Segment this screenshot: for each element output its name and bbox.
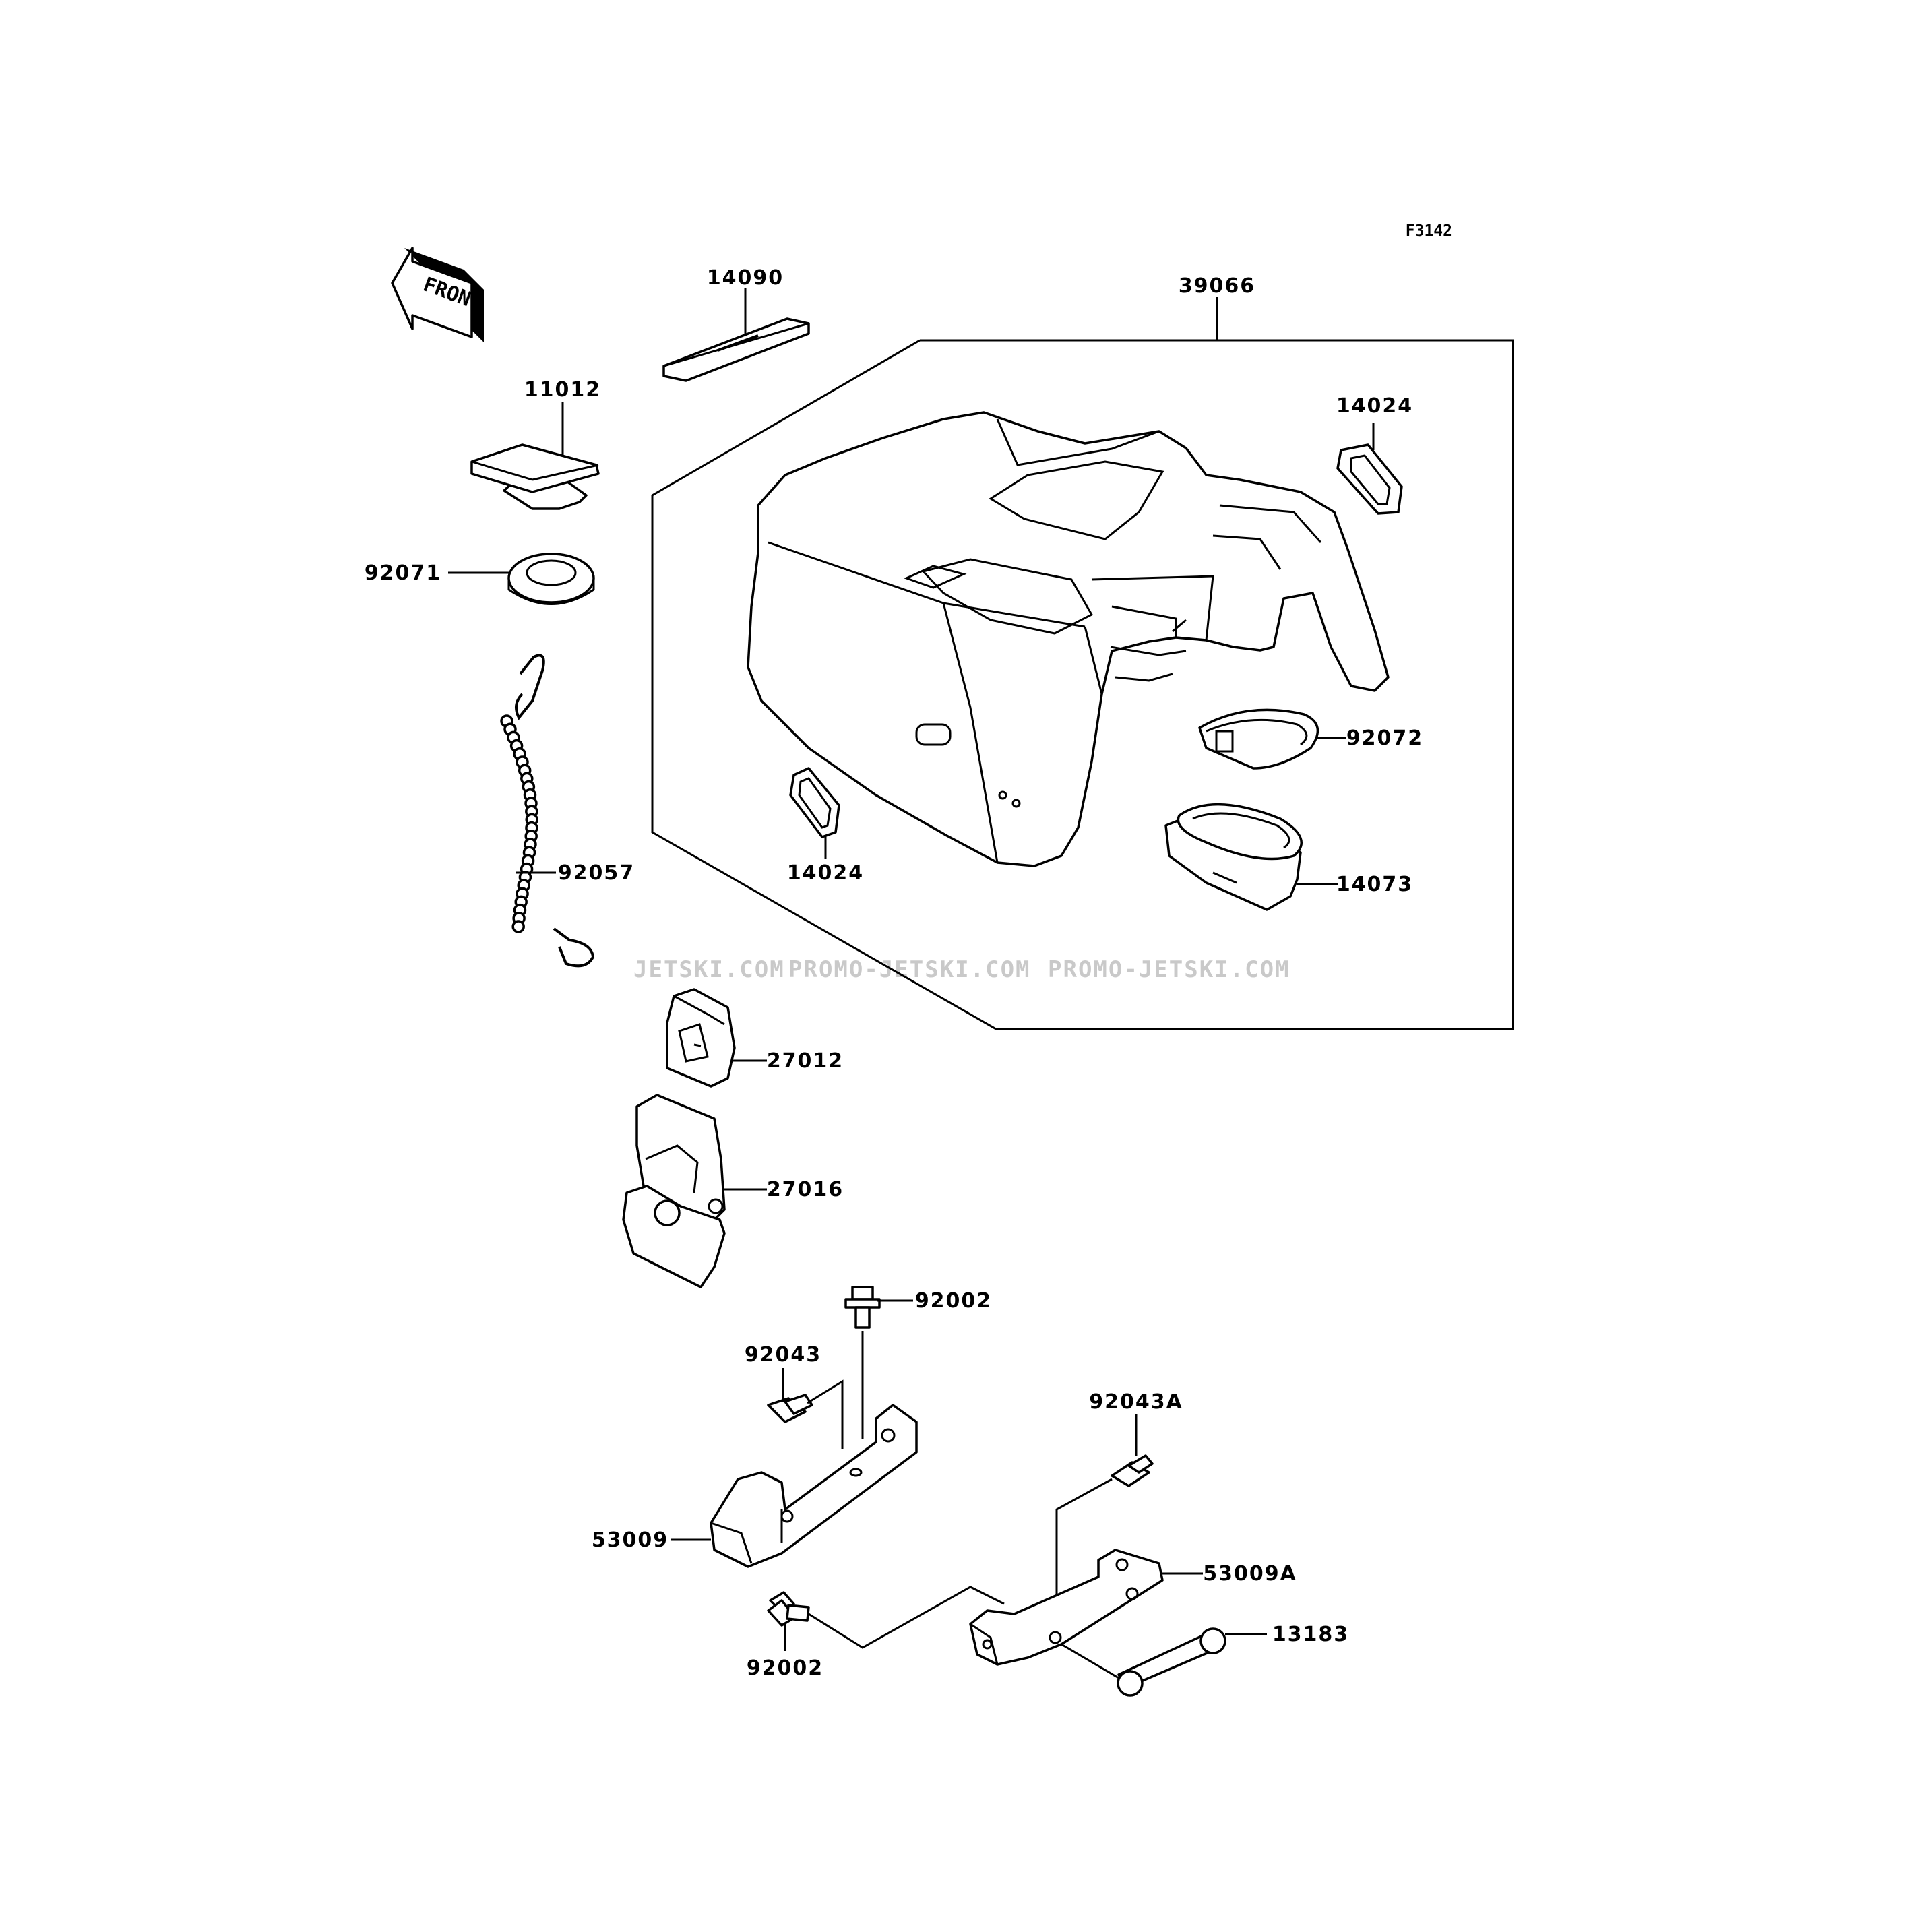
grommet-14024-top-shape bbox=[1336, 443, 1403, 515]
bolt-92002-top-shape bbox=[844, 1286, 881, 1329]
label-14090: 14090 bbox=[707, 266, 784, 290]
watermark-promo-jetski-2: PROMO-JETSKI.COM bbox=[1048, 956, 1290, 983]
leader-92043A-axis bbox=[1055, 1478, 1113, 1611]
label-92002-bottom: 92002 bbox=[747, 1656, 823, 1680]
label-53009A: 53009A bbox=[1203, 1562, 1297, 1586]
switch-27016-shape bbox=[622, 1094, 726, 1288]
pin-92043A-shape bbox=[1111, 1454, 1154, 1487]
bracket-53009-shape bbox=[710, 1404, 918, 1568]
label-39066: 39066 bbox=[1179, 274, 1255, 298]
seat-cover-shape bbox=[747, 411, 1390, 867]
label-92057: 92057 bbox=[558, 861, 635, 885]
label-27016: 27016 bbox=[767, 1178, 844, 1202]
label-92071: 92071 bbox=[365, 561, 441, 585]
duct-14073-shape bbox=[1164, 803, 1303, 911]
assembly-39066-outline bbox=[651, 339, 1514, 1030]
watermark-jetski: JETSKI.COM bbox=[633, 956, 785, 983]
figure-code: F3142 bbox=[1406, 222, 1452, 240]
leader-92002-bottom-axis bbox=[808, 1586, 1005, 1649]
clamp-92072-shape bbox=[1198, 708, 1319, 770]
emblem-14090-shape bbox=[662, 317, 810, 382]
bracket-53009A-shape bbox=[969, 1549, 1164, 1666]
chain-92057-shape bbox=[500, 654, 595, 968]
label-27012: 27012 bbox=[767, 1049, 844, 1073]
label-92002-top: 92002 bbox=[915, 1289, 992, 1313]
front-direction-arrow-icon: FRONT bbox=[391, 247, 485, 342]
leader-92043-axis bbox=[807, 1379, 844, 1449]
label-92072: 92072 bbox=[1346, 726, 1423, 750]
gasket-92071-shape bbox=[507, 553, 595, 605]
label-14073: 14073 bbox=[1336, 873, 1413, 896]
label-13183: 13183 bbox=[1272, 1623, 1349, 1646]
cap-11012-shape bbox=[470, 443, 600, 510]
label-92043: 92043 bbox=[745, 1343, 821, 1367]
bolt-92002-bottom-shape bbox=[767, 1591, 810, 1627]
label-92043A: 92043A bbox=[1089, 1390, 1183, 1414]
grommet-14024-bottom-shape bbox=[789, 767, 840, 838]
chain-bead bbox=[511, 920, 525, 933]
label-11012: 11012 bbox=[524, 378, 601, 402]
label-53009: 53009 bbox=[592, 1528, 668, 1552]
label-14024-bottom: 14024 bbox=[787, 861, 864, 885]
leader-13183-axis bbox=[1061, 1643, 1119, 1679]
label-14024-top: 14024 bbox=[1336, 394, 1413, 418]
switch-27012-shape bbox=[666, 988, 736, 1088]
link-13183-shape bbox=[1117, 1627, 1226, 1697]
pin-92043-shape bbox=[767, 1394, 813, 1423]
